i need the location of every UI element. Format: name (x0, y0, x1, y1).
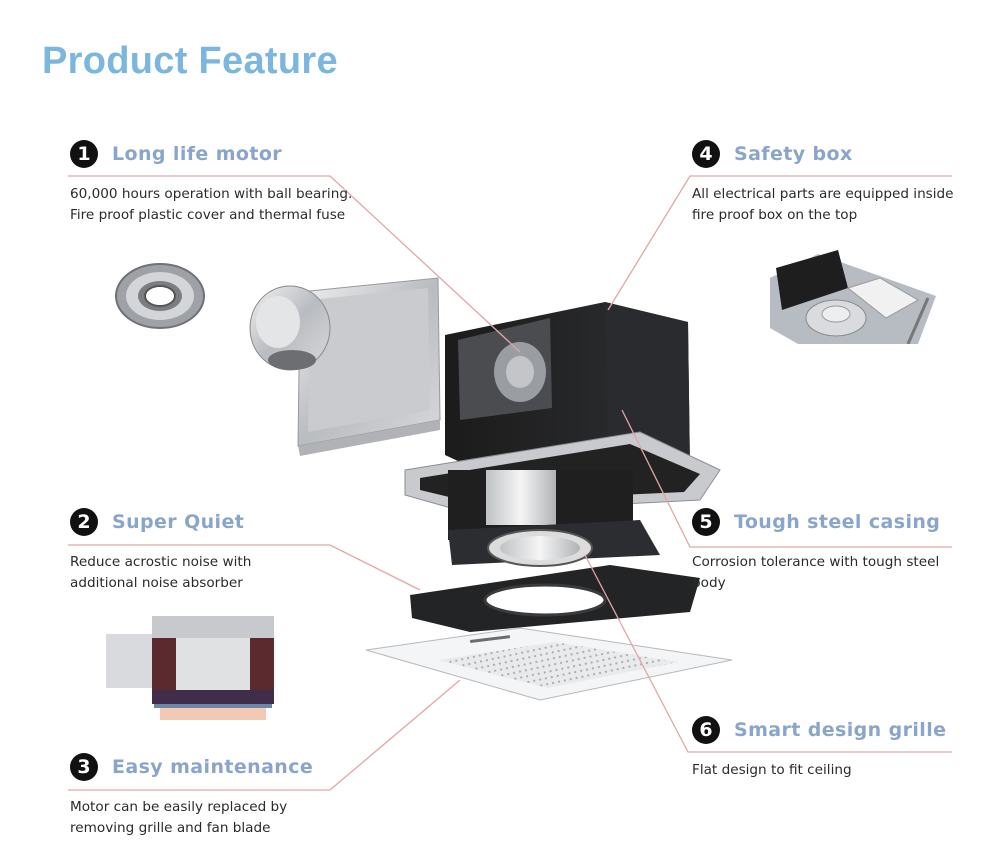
feature-description: Corrosion tolerance with tough steel bod… (692, 554, 940, 591)
leader-line-2 (68, 544, 421, 591)
feature-safety-box: 4 Safety box All electrical parts are eq… (692, 138, 962, 226)
leader-line-3 (68, 679, 461, 791)
feature-title: Super Quiet (112, 511, 245, 533)
steel-casing (404, 302, 721, 632)
number-badge-5: 5 (692, 508, 720, 536)
leader-line-6 (584, 554, 952, 753)
feature-smart-design-grille: 6 Smart design grille Flat design to fit… (692, 714, 962, 781)
number-badge-4: 4 (692, 140, 720, 168)
feature-super-quiet: 2 Super Quiet Reduce acrostic noise with… (70, 506, 310, 594)
number-badge-3: 3 (70, 753, 98, 781)
feature-tough-steel-casing: 5 Tough steel casing Corrosion tolerance… (692, 506, 952, 594)
leader-line-1 (68, 175, 521, 353)
page-title: Product Feature (42, 40, 338, 82)
feature-title: Smart design grille (734, 719, 947, 741)
duct-adapter (249, 277, 441, 456)
ceiling-grille (365, 627, 733, 701)
number-badge-6: 6 (692, 716, 720, 744)
feature-long-life-motor: 1 Long life motor 60,000 hours operation… (70, 138, 370, 226)
leader-line-4 (607, 175, 952, 311)
feature-easy-maintenance: 3 Easy maintenance Motor can be easily r… (70, 751, 340, 839)
safety-box-image (768, 248, 936, 344)
feature-title: Tough steel casing (734, 511, 941, 533)
ball-bearing-image (115, 263, 205, 329)
feature-description: 60,000 hours operation with ball bearing… (70, 186, 353, 223)
feature-title: Easy maintenance (112, 756, 314, 778)
leader-lines (68, 175, 952, 791)
number-badge-1: 1 (70, 140, 98, 168)
noise-absorber-image (106, 616, 274, 720)
feature-description: Flat design to fit ceiling (692, 762, 852, 778)
feature-title: Safety box (734, 143, 853, 165)
leader-line-5 (621, 409, 952, 548)
feature-title: Long life motor (112, 143, 283, 165)
feature-description: Reduce acrostic noise with additional no… (70, 554, 252, 591)
number-badge-2: 2 (70, 508, 98, 536)
feature-description: Motor can be easily replaced by removing… (70, 799, 288, 836)
feature-description: All electrical parts are equipped inside… (692, 186, 954, 223)
